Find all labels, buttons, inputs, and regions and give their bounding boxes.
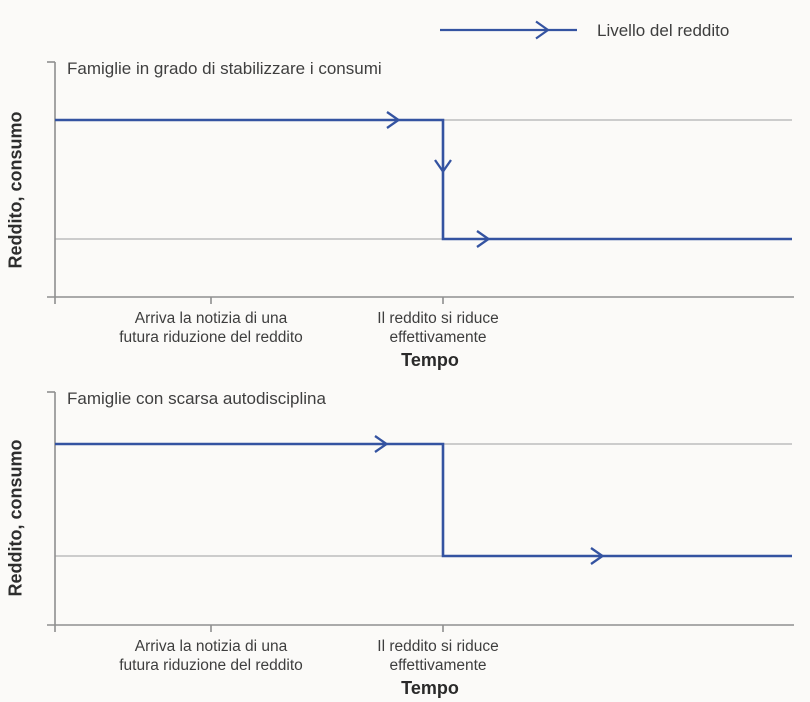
- xtick-line: futura riduzione del reddito: [119, 657, 303, 674]
- chart1-x-axis-label: Tempo: [401, 350, 459, 370]
- xtick-line: Arriva la notizia di una: [134, 310, 288, 327]
- xtick-line: Arriva la notizia di una: [134, 638, 288, 655]
- chart1-arrowheads: [386, 111, 491, 248]
- chart2-x-axis-label: Tempo: [401, 678, 459, 698]
- arrow-right-icon: [374, 435, 389, 453]
- chart2-xtick-label-fall: Il reddito si riduce effettivamente: [377, 637, 498, 675]
- chart1-title: Famiglie in grado di stabilizzare i cons…: [67, 59, 382, 78]
- xtick-line: futura riduzione del reddito: [119, 329, 303, 346]
- legend-label: Livello del reddito: [597, 21, 730, 40]
- arrow-down-icon: [434, 159, 452, 174]
- chart1-axes: [47, 61, 794, 304]
- chart1-y-axis-label: Reddito, consumo: [5, 111, 26, 269]
- xtick-line: Il reddito si riduce: [377, 310, 499, 327]
- arrow-right-icon: [386, 111, 401, 129]
- xtick-line: effettivamente: [389, 657, 487, 674]
- xtick-line: Il reddito si riduce: [377, 638, 499, 655]
- chart1-income-line: [55, 118, 792, 241]
- xtick-line: effettivamente: [389, 329, 487, 346]
- chart2-title: Famiglie con scarsa autodisciplina: [67, 389, 326, 408]
- arrow-right-icon: [590, 547, 605, 565]
- legend-arrow-icon: [440, 20, 577, 40]
- chart2-gridlines: [55, 443, 792, 557]
- chart1-xtick-label-news: Arriva la notizia di una futura riduzion…: [119, 309, 303, 347]
- chart2-arrowheads: [374, 435, 605, 565]
- chart2-xtick-label-news: Arriva la notizia di una futura riduzion…: [119, 637, 303, 675]
- chart2-income-line: [55, 442, 792, 558]
- chart1-gridlines: [55, 119, 792, 240]
- chart2-y-axis-label: Reddito, consumo: [5, 439, 26, 597]
- chart2-axes: [47, 391, 794, 632]
- chart1-xtick-label-fall: Il reddito si riduce effettivamente: [377, 309, 498, 347]
- arrow-right-icon: [476, 230, 491, 248]
